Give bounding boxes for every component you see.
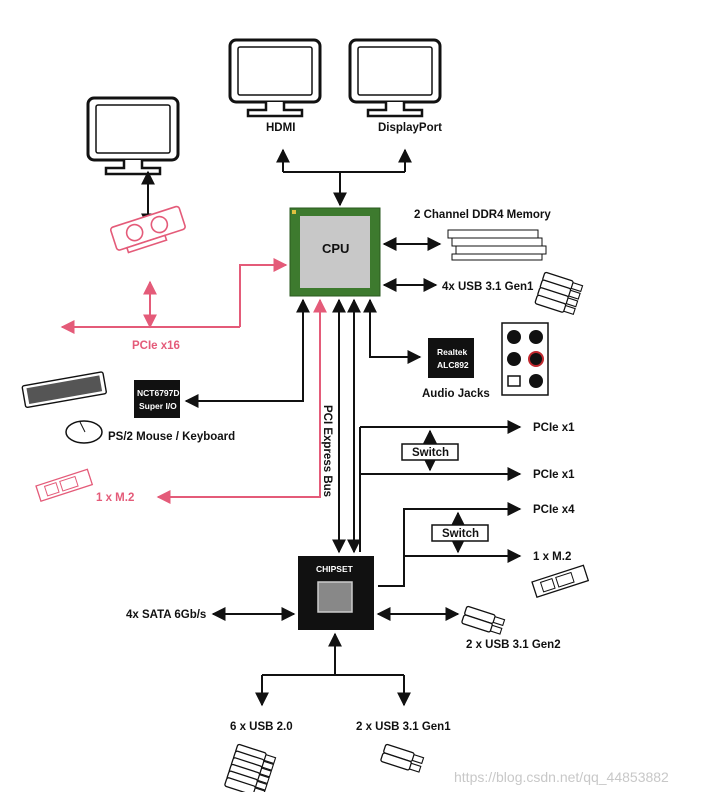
switch-1: Switch [401,443,459,461]
switch-2-label: Switch [442,528,479,540]
usb-stick-icon [534,271,584,317]
superio-chip: NCT6797D Super I/O [134,380,180,418]
m2-ssd-icon [35,468,93,502]
superio-label-2: Super I/O [139,401,177,411]
memory-module-icon [447,229,547,261]
audio-jacks-label: Audio Jacks [422,388,490,400]
pcie-x1-a-label: PCIe x1 [533,422,575,434]
hdmi-label: HDMI [266,122,295,134]
pcie-x4-label: PCIe x4 [533,504,575,516]
realtek-chip: Realtek ALC892 [428,338,474,378]
audio-jack-icon [501,322,549,396]
usb31-gen2-label: 2 x USB 3.1 Gen2 [466,639,561,651]
displayport-label: DisplayPort [378,122,442,134]
chipset-label: CHIPSET [316,564,354,574]
usb-stick-icon [223,743,277,792]
monitor-icon [86,96,180,176]
usb31-gen1-cpu-label: 4x USB 3.1 Gen1 [442,281,534,293]
ps2-label: PS/2 Mouse / Keyboard [108,431,235,443]
usb-stick-icon [379,743,425,775]
usb20-label: 6 x USB 2.0 [230,721,293,733]
pcie-x4-bus [378,502,522,587]
pcie-x16-label: PCIe x16 [132,340,180,352]
pcie-x1-b-label: PCIe x1 [533,469,575,481]
memory-label: 2 Channel DDR4 Memory [414,209,551,221]
monitor-icon [228,38,322,118]
pci-express-bus-label: PCI Express Bus [321,405,333,497]
realtek-label-2: ALC892 [437,360,469,370]
watermark: https://blog.csdn.net/qq_44853882 [454,769,669,785]
mouse-icon [65,420,103,444]
cpu-chipset-links [332,298,361,554]
sata-label: 4x SATA 6Gb/s [126,609,206,621]
audio-link [363,298,422,364]
keyboard-icon [21,371,107,409]
m2-chipset-label: 1 x M.2 [533,551,571,563]
m2-cpu-link [156,298,327,504]
m2-cpu-label: 1 x M.2 [96,492,134,504]
realtek-label-1: Realtek [437,347,468,357]
display-connectors [276,148,412,207]
chipset-bottom-links [255,632,411,707]
cpu-chip: CPU [289,207,381,297]
pcie-x16-links [60,258,288,334]
usb-stick-icon [460,605,506,637]
monitor-icon [348,38,442,118]
switch-2: Switch [431,524,489,542]
chipset-chip: CHIPSET [298,556,374,630]
cpu-label: CPU [322,241,349,256]
m2-ssd-icon [531,564,589,598]
graphics-card-icon [109,205,186,254]
superio-link [184,298,310,408]
usb31-gen1-chipset-label: 2 x USB 3.1 Gen1 [356,721,451,733]
switch-1-label: Switch [412,447,449,459]
superio-label-1: NCT6797D [137,388,180,398]
